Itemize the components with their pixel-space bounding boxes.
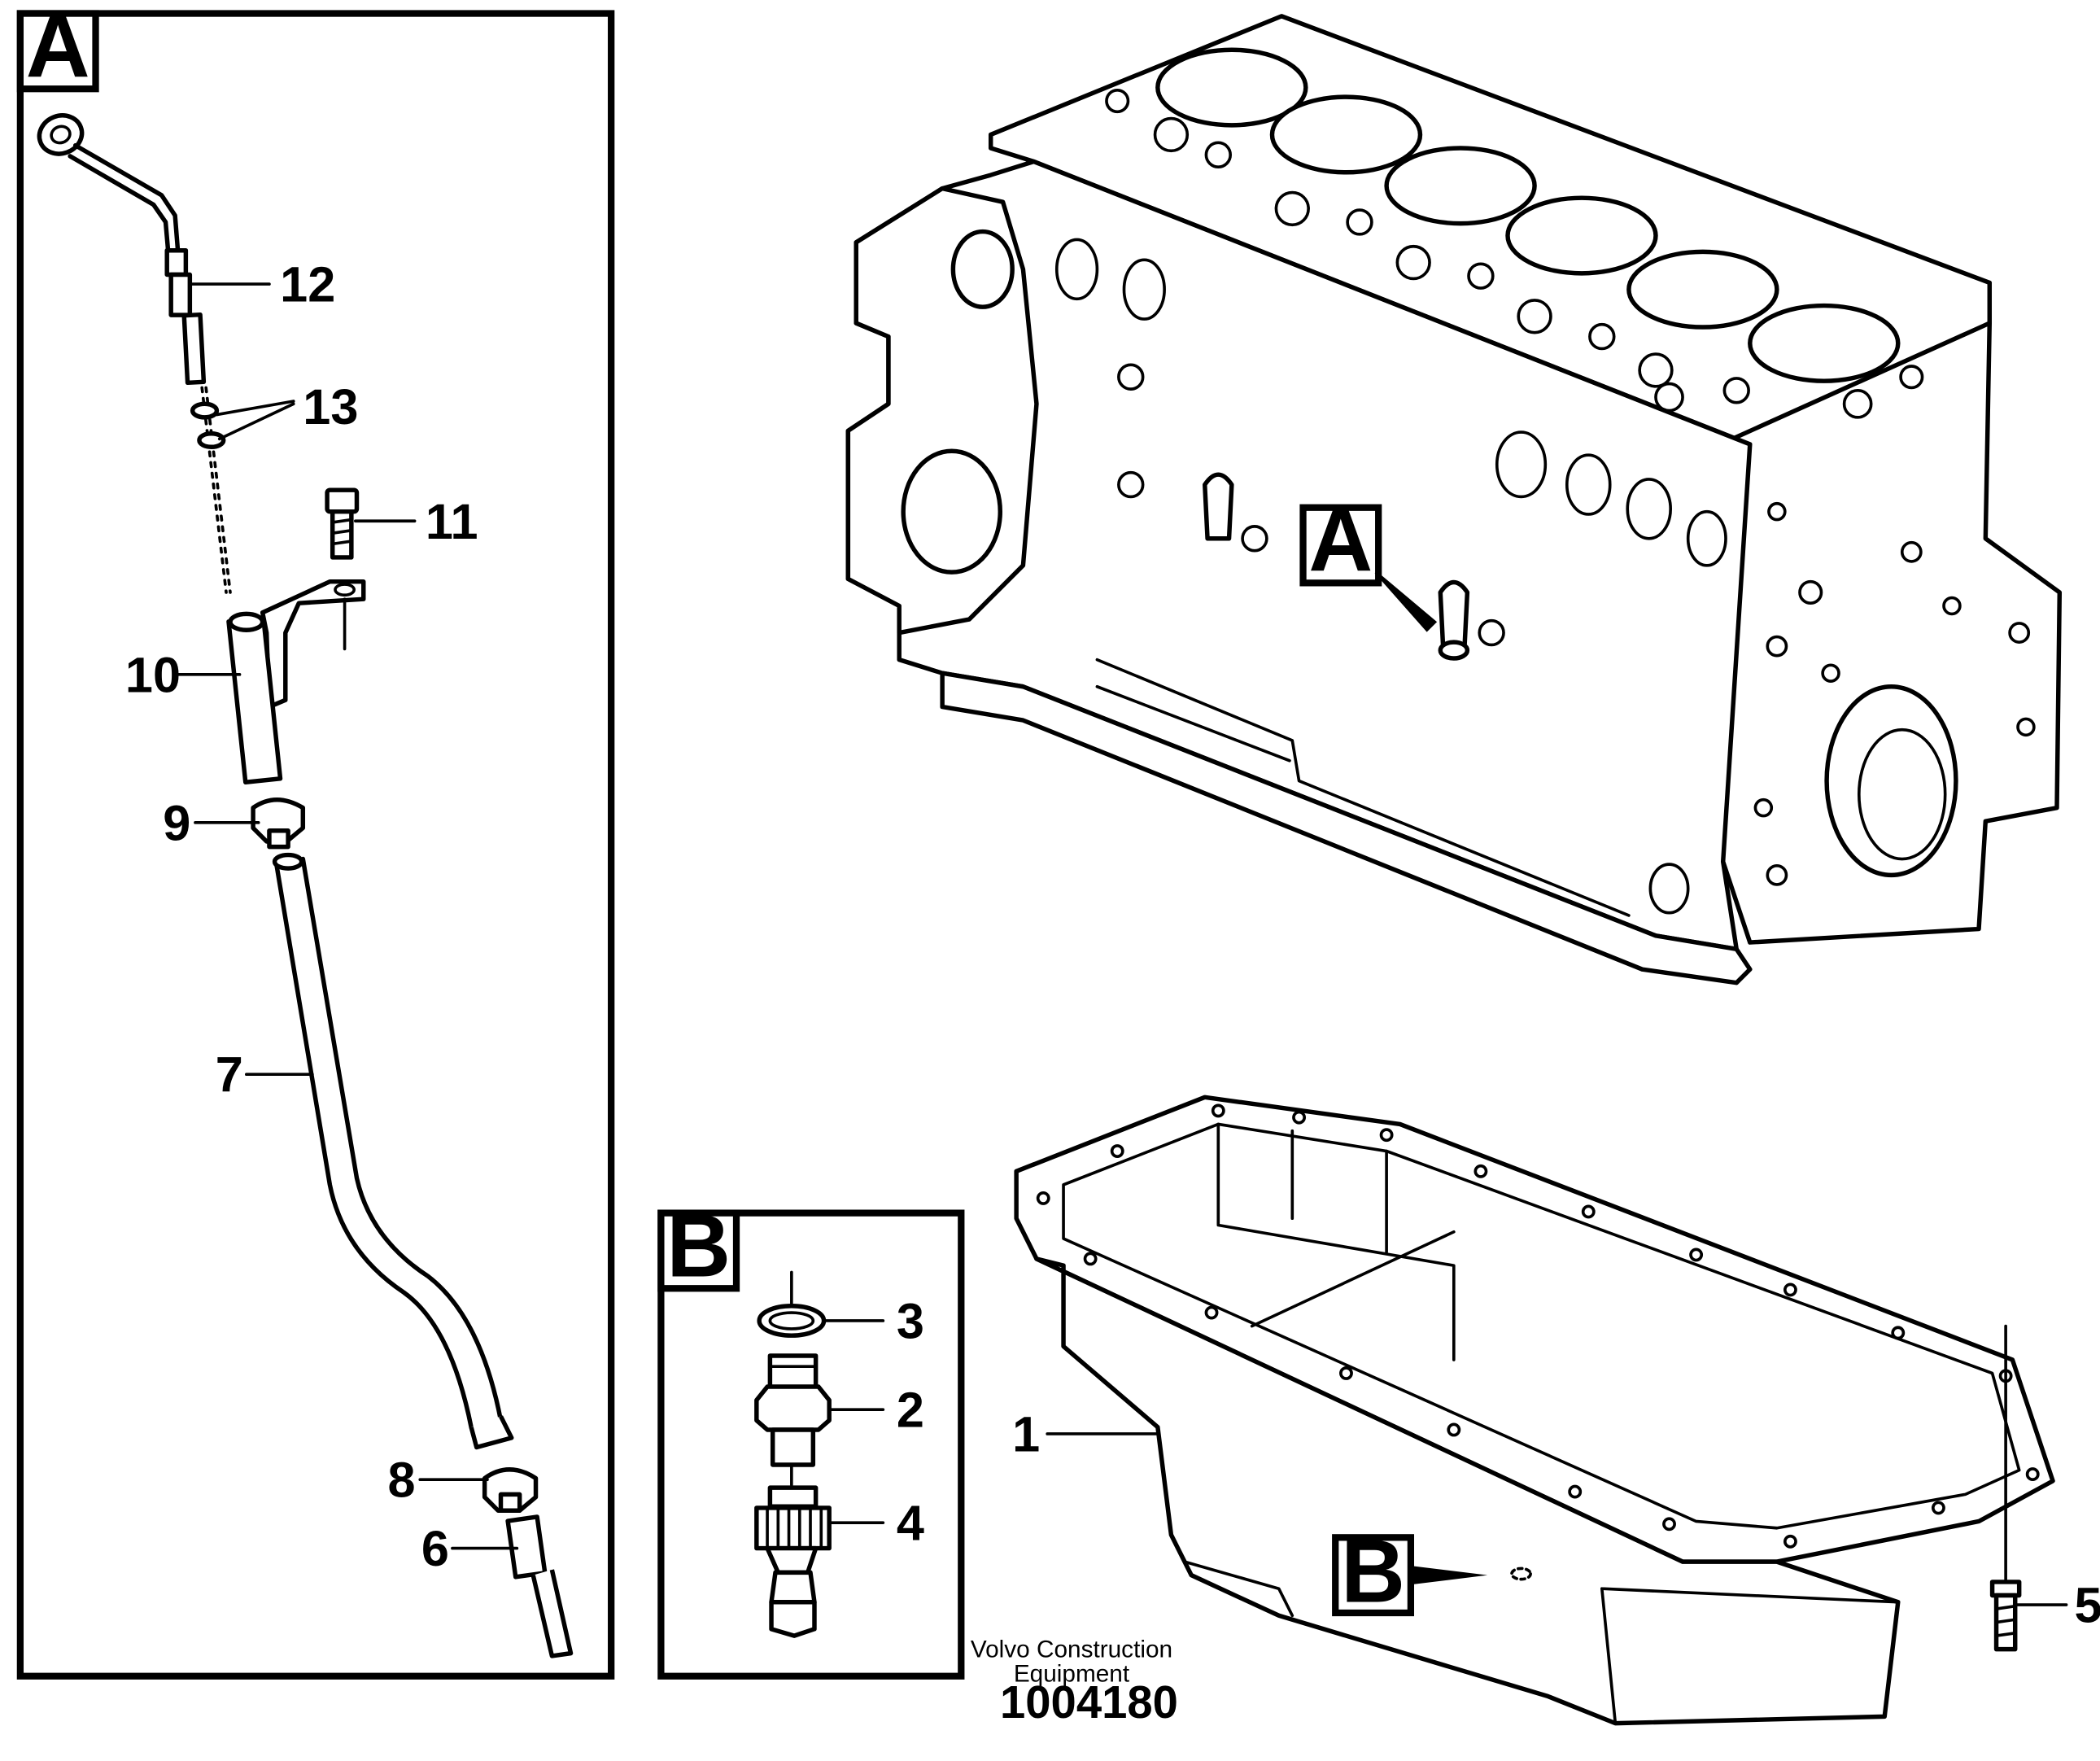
callout-6: 6 (421, 1521, 449, 1576)
callout-10: 10 (125, 647, 181, 702)
panel-b-tag-box (657, 1209, 740, 1292)
oil-pan-bolt-holes (1036, 1103, 2040, 1549)
o-ring-upper (190, 401, 220, 420)
callout-9: 9 (163, 795, 190, 850)
hose-clamp-lower (482, 1467, 539, 1513)
callout-11: 11 (426, 494, 478, 549)
callout-13: 13 (303, 379, 358, 435)
pan-pointer-b-box (1332, 1534, 1415, 1617)
engine-block: A (845, 14, 2063, 985)
oil-pan-sump (1034, 1256, 1901, 1726)
drawing-footer: Volvo Construction Equipment 1004180 (971, 1636, 1178, 1728)
brand-line-1: Volvo Construction (971, 1636, 1172, 1663)
oil-pan-flange (1014, 1095, 2055, 1564)
hose-clamp-upper (251, 797, 306, 850)
deck-holes (1105, 89, 1924, 419)
oil-pan: B 1 5 (1012, 1095, 2100, 1726)
engine-pointer-a: A (1308, 491, 1373, 590)
callout-4: 4 (897, 1496, 924, 1551)
callout-12: 12 (280, 257, 335, 312)
panel-a-tag: A (26, 0, 90, 96)
panel-a-frame (16, 10, 615, 1680)
panel-b: B 3 2 4 (657, 1196, 965, 1680)
mounting-bracket (260, 579, 366, 710)
dipstick-guide-tube (272, 852, 514, 1450)
rear-face-holes (1753, 501, 2036, 886)
dipstick-handle (37, 113, 181, 256)
lower-tube (505, 1514, 574, 1658)
sealing-washer (757, 1304, 827, 1338)
front-bore-upper (950, 229, 1015, 309)
drain-adapter (754, 1353, 832, 1487)
callout-1: 1 (1012, 1406, 1040, 1462)
callout-3: 3 (897, 1293, 924, 1348)
bolt (325, 487, 360, 560)
cylinder-bores (1155, 47, 1901, 383)
panel-b-tag: B (666, 1196, 731, 1296)
callout-5: 5 (2075, 1578, 2100, 1633)
callout-8: 8 (388, 1453, 416, 1508)
o-ring-lower (197, 430, 226, 449)
callout-7: 7 (216, 1047, 243, 1103)
brand-line-2: Equipment (1014, 1660, 1130, 1687)
dipstick-boss (1438, 579, 1470, 649)
rear-crank-bore (1824, 684, 1958, 878)
dipstick-rod (164, 247, 232, 594)
engine-pointer-a-box (1299, 504, 1382, 587)
drain-valve (754, 1485, 832, 1638)
drawing-number: 1004180 (1000, 1676, 1178, 1728)
pan-pointer-b: B (1341, 1523, 1405, 1622)
oil-pan-bolt (1989, 1324, 2022, 1652)
guide-tube-upper (226, 611, 283, 784)
engine-rear-face (1718, 321, 2063, 945)
callout-2: 2 (897, 1383, 924, 1438)
panel-a-tag-box (16, 10, 99, 93)
engine-pan-rail (940, 671, 1753, 985)
panel-a: A (16, 0, 615, 1680)
front-bore-lower (901, 448, 1003, 575)
panel-a-callouts: 12 13 11 10 9 7 8 6 (125, 257, 519, 1576)
panel-b-frame (657, 1209, 965, 1680)
